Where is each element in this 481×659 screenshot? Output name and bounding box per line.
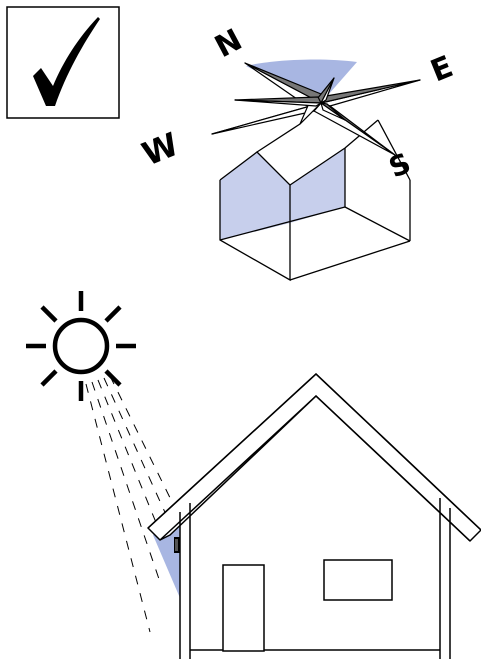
window (323, 559, 393, 601)
east-label: E (426, 49, 458, 89)
house-walls (179, 498, 451, 659)
compass-house-group: N E S W (137, 22, 458, 282)
south-label: S (384, 146, 415, 184)
sun-rays (85, 375, 179, 633)
checkbox-frame (6, 6, 120, 119)
roof (147, 373, 481, 542)
north-label: N (209, 22, 248, 65)
compass-rose-icon (211, 62, 421, 156)
small-house (219, 119, 411, 282)
sensor-icon (174, 537, 180, 553)
large-house (147, 372, 481, 659)
sun-icon (26, 291, 136, 401)
checked-box (6, 6, 120, 119)
west-label: W (137, 125, 184, 173)
door (222, 564, 265, 652)
checkmark-icon (33, 17, 100, 106)
